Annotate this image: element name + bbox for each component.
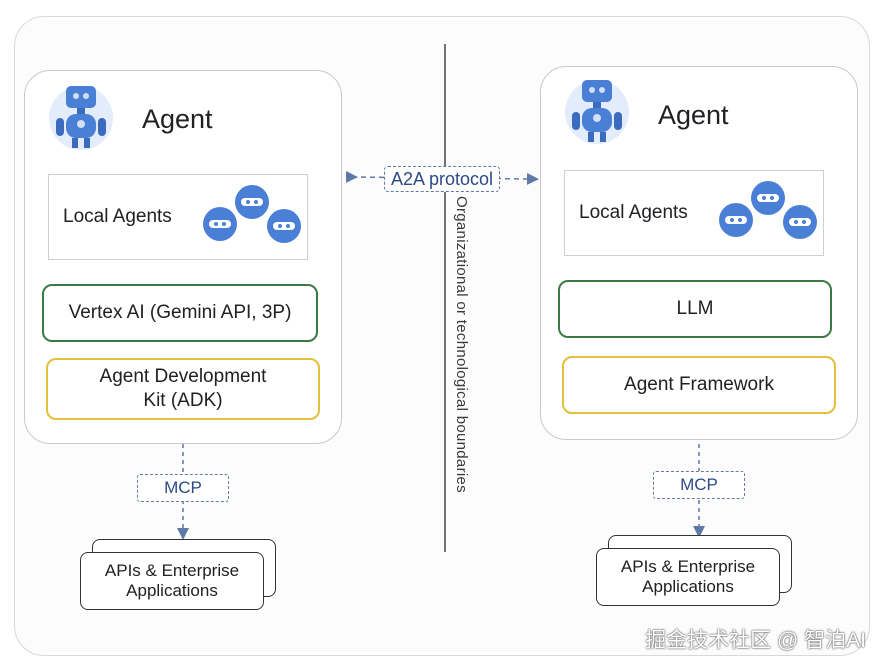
robot-icon xyxy=(565,80,629,144)
right-apps-box: APIs & Enterprise Applications xyxy=(596,548,780,606)
watermark: 掘金技术社区 @ 智泊AI xyxy=(645,629,866,652)
right-local-agents-box: Local Agents xyxy=(564,170,824,256)
left-local-agents-label: Local Agents xyxy=(63,206,172,228)
right-local-agents-label: Local Agents xyxy=(579,202,688,224)
mini-agent-icon xyxy=(203,185,301,243)
left-framework-box: Agent Development Kit (ADK) xyxy=(46,358,320,420)
right-model-box: LLM xyxy=(558,280,832,338)
right-mcp-label: MCP xyxy=(653,471,745,499)
left-model-box: Vertex AI (Gemini API, 3P) xyxy=(42,284,318,342)
mini-agent-icon xyxy=(719,181,817,239)
left-local-agents-box: Local Agents xyxy=(48,174,308,260)
robot-icon xyxy=(49,86,113,150)
left-agent-title: Agent xyxy=(142,104,213,134)
boundary-label: Organizational or technological boundari… xyxy=(453,196,470,493)
left-apps-box: APIs & Enterprise Applications xyxy=(80,552,264,610)
a2a-protocol-label: A2A protocol xyxy=(384,166,500,192)
right-framework-box: Agent Framework xyxy=(562,356,836,414)
left-mcp-label: MCP xyxy=(137,474,229,502)
right-agent-title: Agent xyxy=(658,100,729,130)
